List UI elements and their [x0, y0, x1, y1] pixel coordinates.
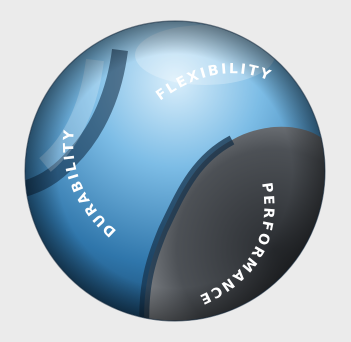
emblem-rim — [24, 20, 326, 322]
